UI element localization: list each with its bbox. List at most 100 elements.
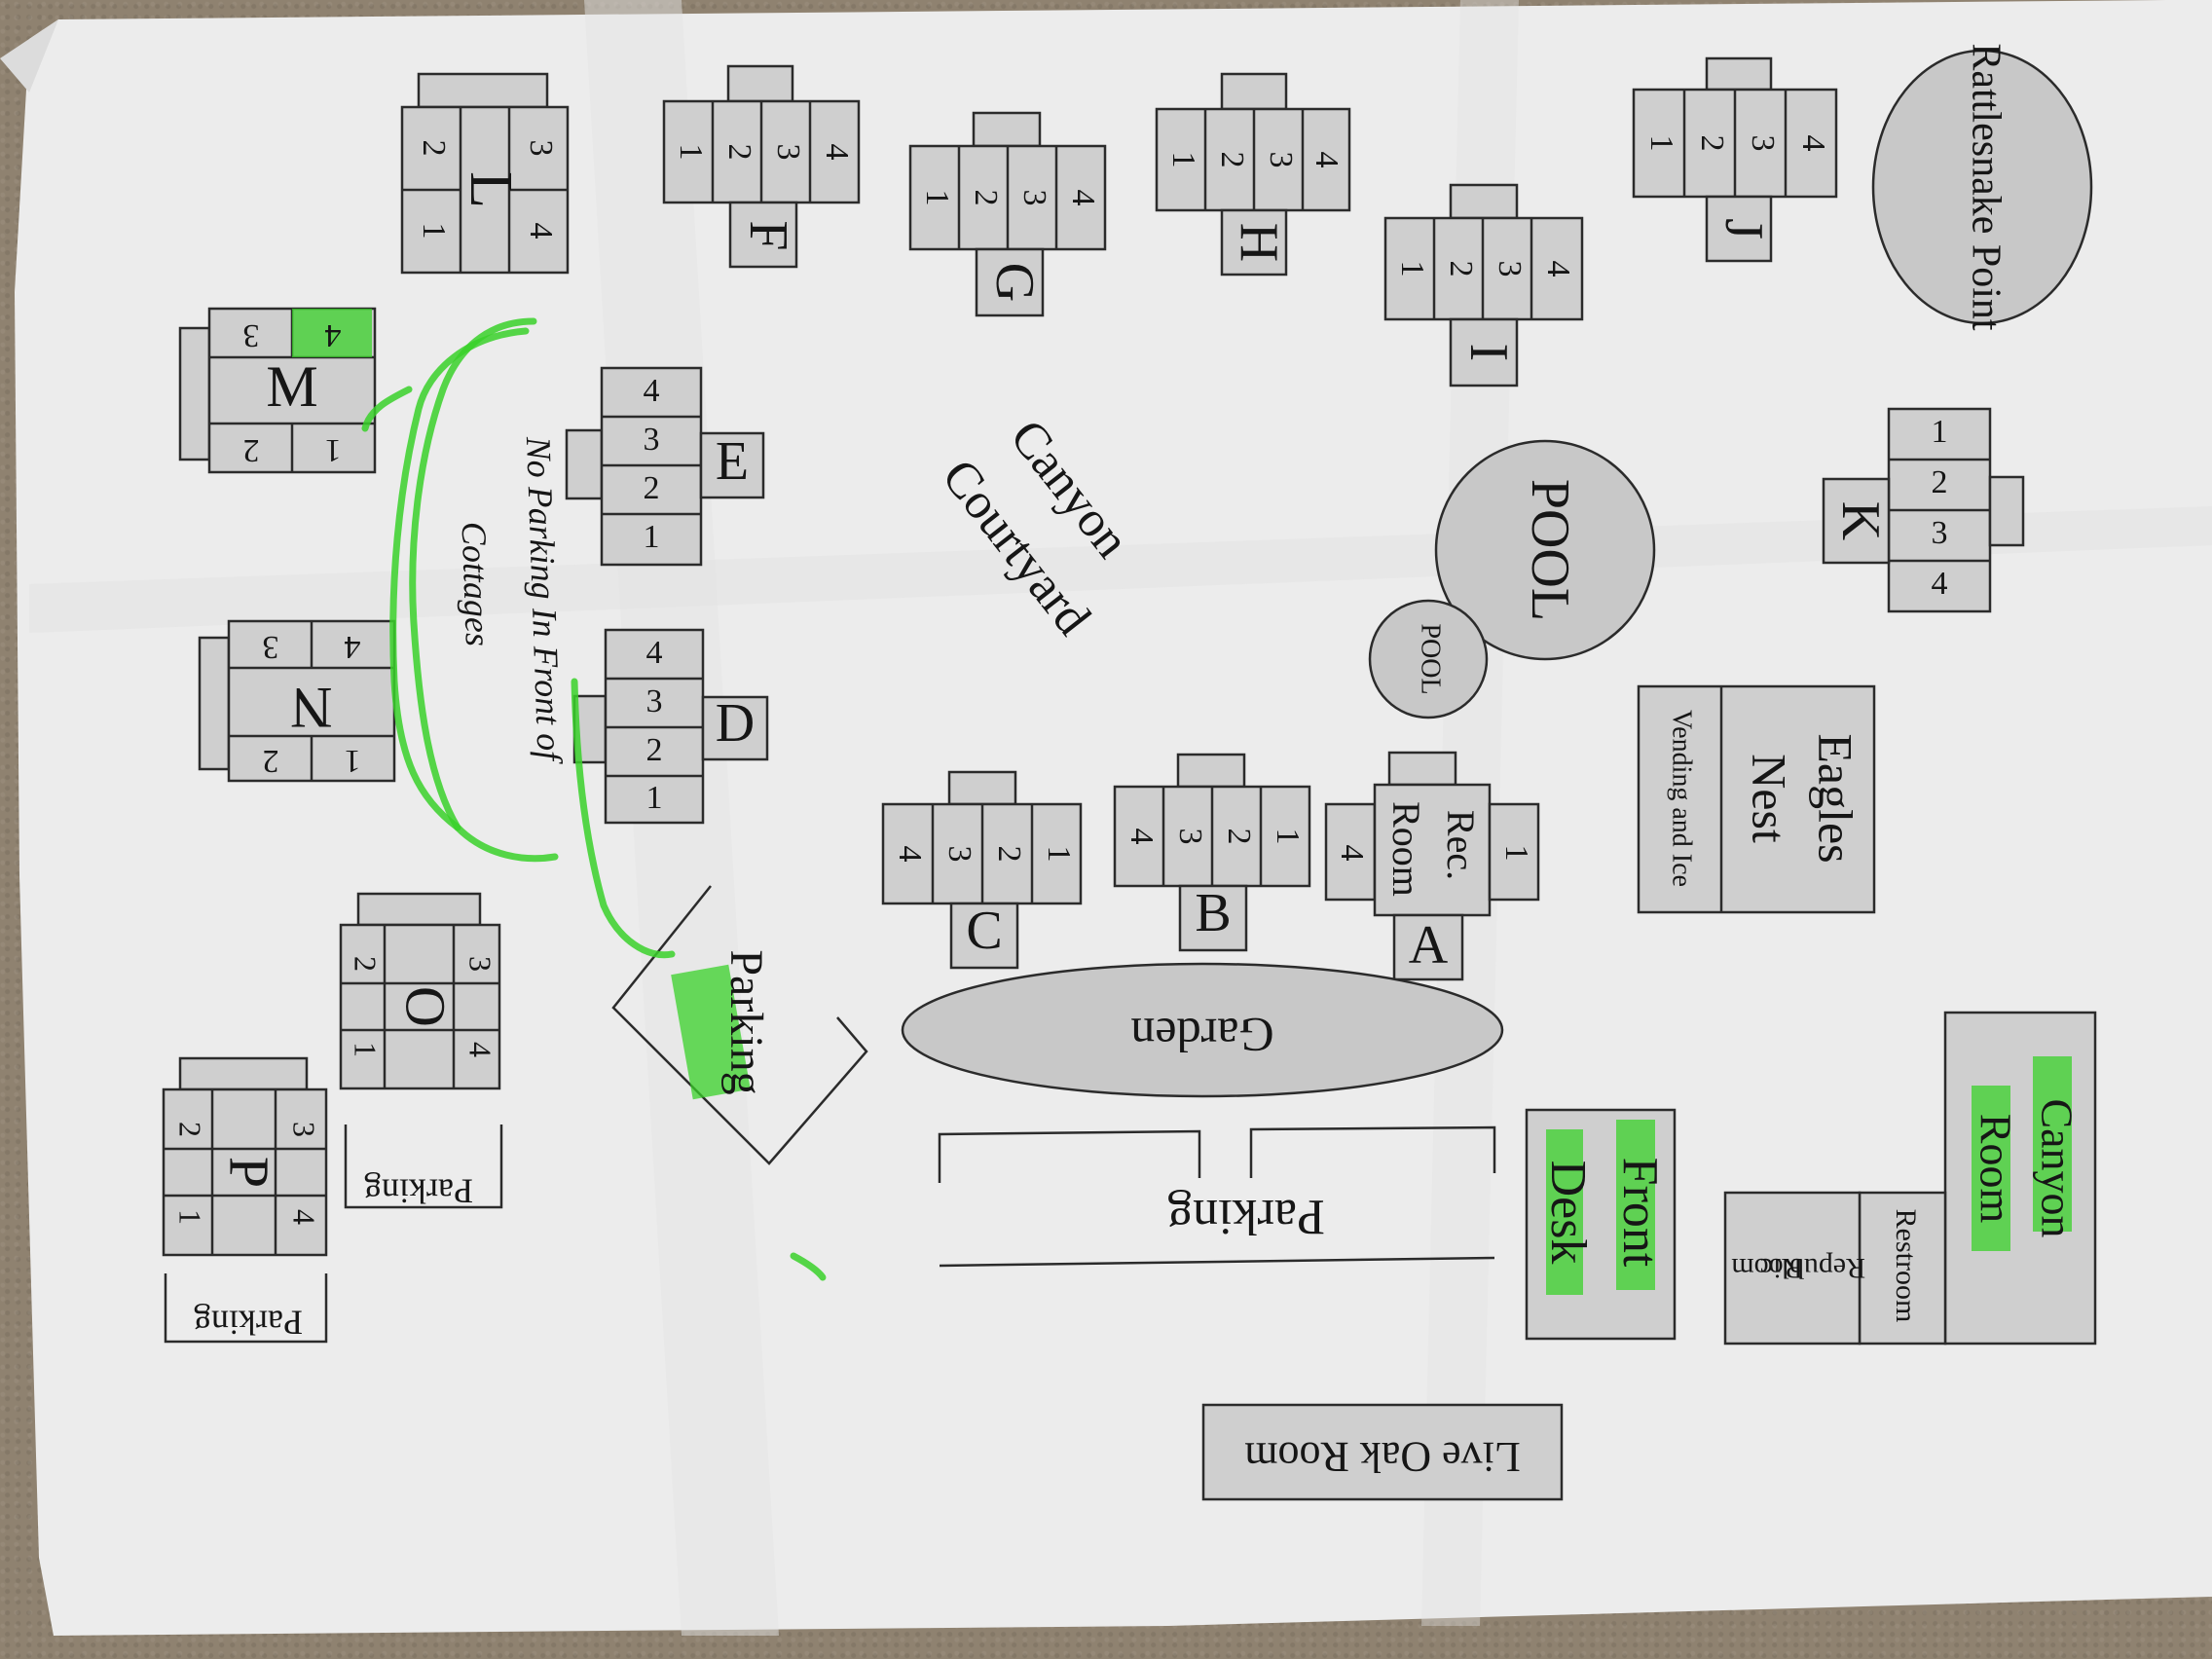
cottage-F: F 1 2 3 4: [662, 64, 861, 269]
cottage-O: O 3 4 2 1: [339, 892, 501, 1090]
pool-area: POOL POOL: [1368, 439, 1656, 719]
unit-number: 4: [819, 144, 855, 161]
rec-room-label-1: Rec.: [1439, 810, 1483, 880]
unit-number: 4: [1334, 845, 1370, 862]
rattlesnake-point-label: Rattlesnake Point: [1963, 43, 2008, 330]
unit-number: 4: [644, 373, 660, 409]
unit-number: 4: [345, 629, 361, 665]
unit-number: 3: [1932, 515, 1948, 551]
republic-room-label-2: Room: [1731, 1252, 1802, 1284]
canyon-room-building: Canyon Room Restroom Republic Room: [1723, 1011, 2097, 1346]
unit-number: 3: [1492, 261, 1528, 277]
unit-number: 2: [1932, 464, 1948, 500]
cottage-I: I 1 2 3 4: [1383, 183, 1584, 387]
rec-room-label-2: Room: [1384, 801, 1428, 897]
unit-number: 2: [173, 1122, 208, 1137]
main-parking-label: Parking: [1167, 1189, 1325, 1244]
unit-number: 4: [1932, 566, 1948, 602]
front-desk-label-2: Desk: [1540, 1161, 1596, 1265]
vending-ice-label: Vending and Ice: [1667, 710, 1697, 887]
unit-number: 4: [892, 846, 928, 863]
canyon-room-label-2: Room: [1971, 1114, 2020, 1224]
live-oak-room: Live Oak Room: [1201, 1403, 1564, 1501]
cottage-label-H: H: [1229, 223, 1289, 262]
unit-number: 2: [968, 190, 1004, 206]
cottage-G: G 1 2 3 4: [908, 111, 1107, 317]
unit-number: 1: [1394, 261, 1430, 277]
unit-number: 2: [243, 432, 260, 468]
eagles-nest-label-2: Nest: [1743, 754, 1797, 843]
unit-number: 2: [263, 743, 279, 779]
republic-room-label-1: Republic: [1760, 1252, 1865, 1284]
cottage-N: N 3 4 2 1: [198, 619, 396, 783]
parking-label: Parking: [364, 1172, 473, 1211]
unit-number: 1: [1041, 846, 1077, 863]
cottage-label-G: G: [984, 263, 1045, 302]
unit-number: 2: [644, 470, 660, 506]
unit-number: 3: [243, 317, 260, 353]
unit-number: 2: [721, 144, 757, 161]
unit-number: 1: [646, 780, 663, 816]
unit-number: 2: [646, 732, 663, 768]
unit-number: 4: [287, 1209, 322, 1225]
cottage-K: K 1 2 3 4: [1822, 407, 2025, 613]
cottage-B: B 4 3 2 1: [1113, 753, 1311, 952]
paper-sheet: [15, 0, 2212, 1636]
unit-number: 2: [1221, 829, 1257, 845]
unit-number: 1: [1270, 829, 1306, 845]
unit-number: 4: [1124, 829, 1160, 845]
unit-number: 3: [1016, 190, 1052, 206]
unit-number: 1: [1932, 414, 1948, 450]
restroom-label: Restroom: [1890, 1209, 1922, 1323]
garden: Garden: [901, 962, 1504, 1098]
unit-number: 1: [1165, 152, 1201, 168]
cottage-label-O: O: [394, 986, 458, 1027]
cottage-label-C: C: [966, 901, 1002, 961]
cottage-D: D 4 3 2 1: [572, 628, 769, 825]
cottage-label-D: D: [716, 693, 755, 754]
unit-number: 1: [919, 190, 955, 206]
folded-corner: [0, 19, 58, 92]
unit-number: 1: [325, 432, 342, 468]
live-oak-room-label: Live Oak Room: [1244, 1433, 1521, 1481]
front-desk-label-1: Front: [1612, 1158, 1668, 1268]
unit-number: 3: [287, 1122, 322, 1137]
unit-number: 2: [349, 956, 384, 972]
cottage-label-P: P: [218, 1157, 281, 1188]
unit-number: 3: [1172, 829, 1208, 845]
cottage-L: L 3 4 2 1: [400, 72, 570, 275]
no-parking-label-2: Cottages: [455, 521, 498, 646]
eagles-nest: Eagles Nest Vending and Ice: [1637, 684, 1876, 914]
unit-number: 1: [673, 144, 709, 161]
unit-number: 4: [463, 1042, 498, 1057]
unit-number: 1: [349, 1042, 384, 1057]
cottage-P: P 3 4 2 1: [162, 1056, 328, 1257]
unit-number: 3: [523, 140, 559, 157]
unit-number: 1: [1498, 845, 1534, 862]
unit-number: 4: [1065, 190, 1101, 206]
cottage-H: H 1 2 3 4: [1155, 72, 1351, 276]
unit-number: 3: [1263, 152, 1299, 168]
unit-number: 3: [644, 422, 660, 458]
unit-number: 1: [416, 223, 452, 240]
unit-number: 4: [646, 635, 663, 671]
unit-number: 3: [646, 683, 663, 719]
unit-number: 3: [941, 846, 977, 863]
parking-label: Parking: [194, 1304, 303, 1343]
unit-number: 4: [1540, 261, 1576, 277]
cottage-label-K: K: [1830, 501, 1891, 540]
unit-number: 2: [1443, 261, 1479, 277]
parking-diamond-label: Parking: [720, 949, 772, 1094]
unit-number: 4: [523, 223, 559, 240]
unit-number: 1: [173, 1209, 208, 1225]
cottage-label-A: A: [1409, 915, 1449, 976]
unit-number: 2: [416, 140, 452, 157]
cottage-label-I: I: [1458, 344, 1519, 362]
cottage-label-F: F: [738, 220, 798, 250]
cottage-label-M: M: [266, 354, 317, 419]
highlight-M4: [292, 309, 372, 357]
unit-number: 1: [1643, 135, 1679, 152]
parking-diamond: Parking: [611, 885, 868, 1165]
parking-near-P: Parking: [164, 1273, 328, 1344]
